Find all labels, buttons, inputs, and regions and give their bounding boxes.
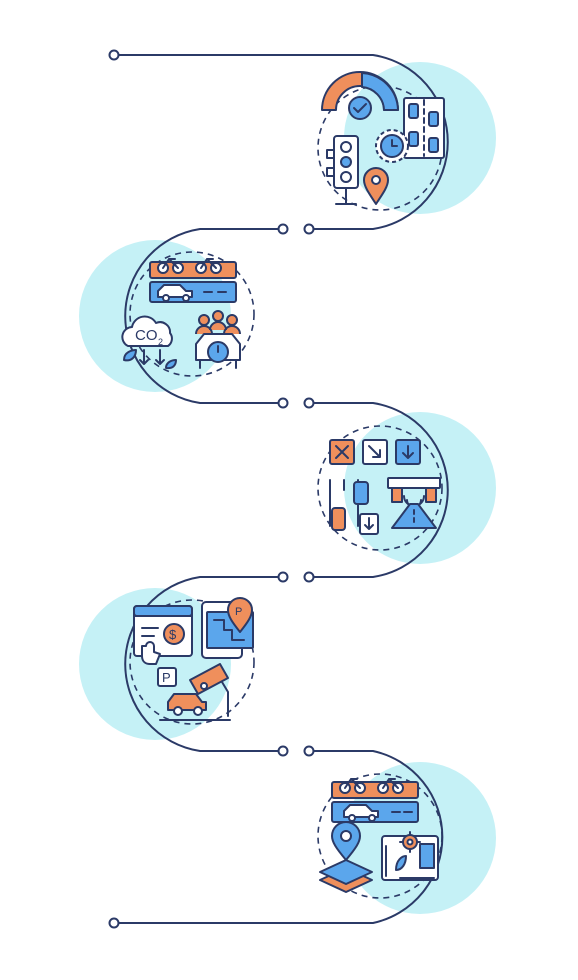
co2-cloud-icon: CO 2 [121,315,177,370]
traffic-management-icon [317,71,445,211]
svg-text:P: P [162,670,171,685]
svg-text:P: P [235,606,242,618]
connector-1-left-dot [277,223,289,235]
lanes-with-cars-icon [329,479,379,535]
svg-text:$: $ [169,627,177,642]
road-with-cars-icon [403,97,445,159]
car-lane-icon [149,281,237,303]
smart-parking-icon: $ P P [129,597,255,725]
parked-car-icon [159,693,231,721]
sustainable-mobility-icon: CO 2 [121,251,255,377]
connector-4-left-dot [277,745,289,757]
urban-planning-icon [317,773,443,899]
surveillance-camera-icon [189,663,229,717]
online-payment-icon: $ [133,605,193,665]
gear-clock-icon [375,129,409,163]
parking-sign-icon: P [157,667,177,687]
parking-map-phone-icon: P [201,597,254,659]
timeline-dots [108,49,315,929]
map-layers-pin-icon [319,821,373,893]
carpool-icon [195,310,241,369]
location-pin-icon [363,167,389,205]
end-dot [108,917,120,929]
traffic-light-icon [326,135,359,205]
svg-text:CO: CO [135,327,158,344]
connector-4-right-dot [303,745,315,757]
start-dot [108,49,120,61]
connector-2-left-dot [277,397,289,409]
road-sensor-gantry-icon [387,477,441,529]
connector-3-right-dot [303,571,315,583]
bike-lane-icon [149,258,237,279]
bike-lane-icon-2 [331,778,419,799]
connector-3-left-dot [277,571,289,583]
connector-2-right-dot [303,397,315,409]
car-lane-icon-2 [331,801,419,823]
svg-text:2: 2 [158,337,163,347]
blueprint-gear-icon [381,831,439,881]
lane-control-icon [317,425,443,551]
speedometer-icon [321,71,399,120]
connector-1-right-dot [303,223,315,235]
lane-signals-icon [329,439,421,465]
